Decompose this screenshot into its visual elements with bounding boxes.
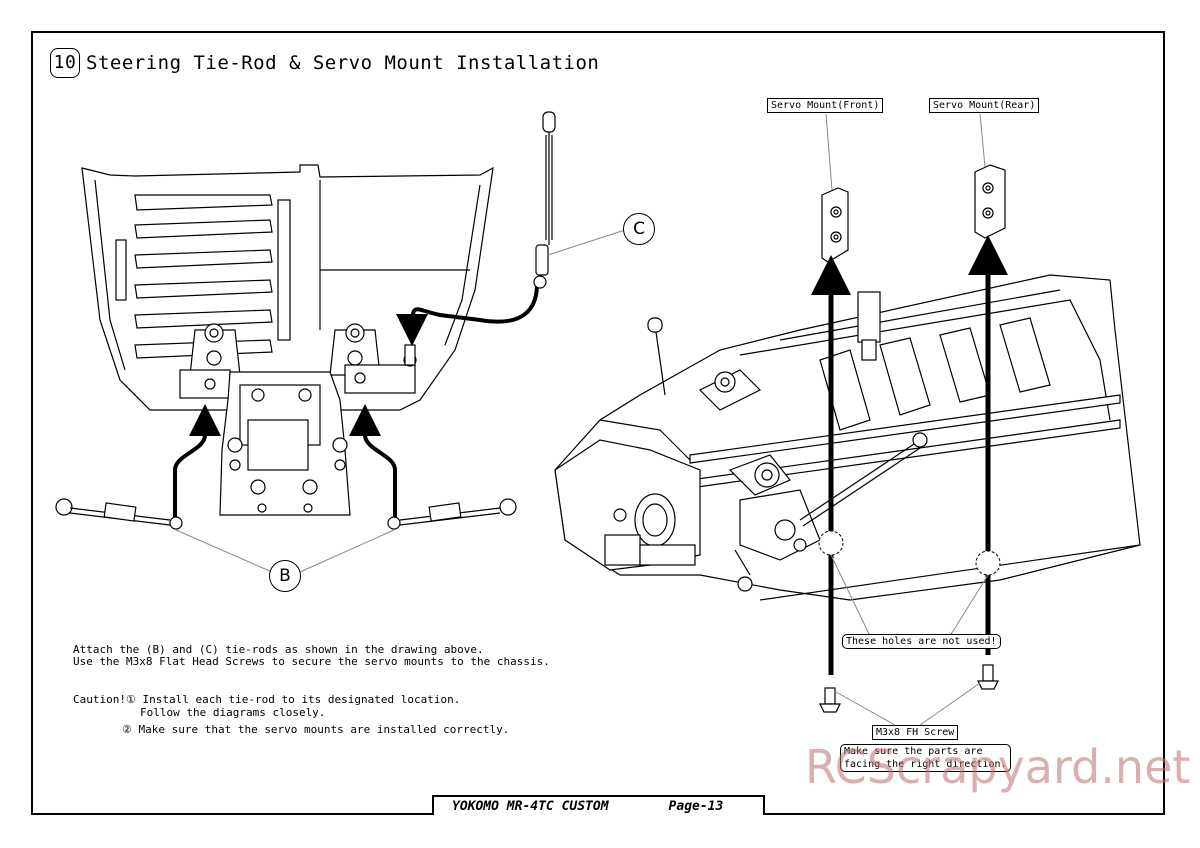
footer-model: YOKOMO MR-4TC CUSTOM — [452, 798, 609, 814]
watermark: RCScrapyard.net — [805, 740, 1191, 794]
chassis-side-view — [554, 274, 1141, 601]
callout-b: B — [269, 560, 301, 592]
leader-b-right — [299, 529, 395, 573]
servo-mount-rear — [974, 164, 1006, 239]
instruction-line-1: Attach the (B) and (C) tie-rods as shown… — [73, 643, 484, 656]
fh-screws — [819, 664, 999, 713]
label-holes-not-used: These holes are not used! — [842, 634, 1001, 649]
caution-2: ② Make sure that the servo mounts are in… — [122, 723, 510, 736]
callout-c: C — [623, 213, 655, 245]
caution-1: Caution!① Install each tie-rod to its de… — [73, 693, 461, 706]
caution-1-detail: Follow the diagrams closely. — [140, 706, 326, 719]
instruction-line-2: Use the M3x8 Flat Head Screws to secure … — [73, 655, 550, 668]
leader-c — [547, 229, 626, 256]
footer: YOKOMO MR-4TC CUSTOM Page-13 — [432, 795, 765, 815]
step-number: 10 — [50, 48, 80, 78]
tie-rod-c — [533, 111, 556, 289]
leader-b-left — [175, 529, 273, 573]
label-screw: M3x8 FH Screw — [872, 725, 959, 740]
label-servo-mount-rear: Servo Mount(Rear) — [929, 98, 1040, 113]
assembly-arrows-left — [173, 283, 539, 517]
label-direction-note: Make sure the parts are facing the right… — [840, 744, 1011, 772]
chassis-front-view — [81, 164, 494, 516]
tie-rods-b — [55, 498, 517, 530]
install-arrows-right — [811, 235, 1008, 675]
step-title-text: Steering Tie-Rod & Servo Mount Installat… — [86, 52, 600, 74]
unused-holes — [818, 530, 1001, 576]
label-servo-mount-front: Servo Mount(Front) — [767, 98, 884, 113]
servo-mount-front — [821, 187, 849, 263]
footer-page-number: Page-13 — [668, 798, 724, 814]
step-title: 10 Steering Tie-Rod & Servo Mount Instal… — [50, 48, 599, 78]
